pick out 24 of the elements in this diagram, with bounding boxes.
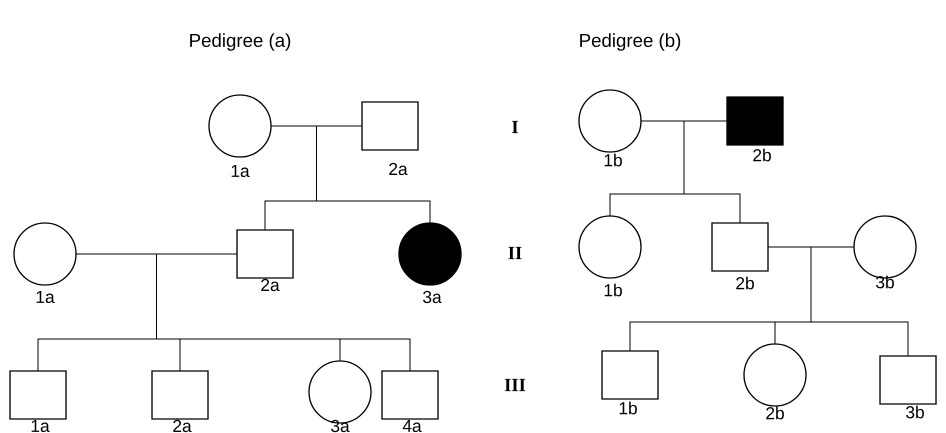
generation-numeral: III bbox=[504, 378, 526, 392]
descent-line bbox=[684, 120, 740, 223]
generation-numeral: I bbox=[512, 120, 518, 134]
individual-label: 2a bbox=[173, 420, 192, 432]
generation-numeral: II bbox=[508, 246, 522, 260]
descent-line bbox=[810, 246, 908, 356]
individual-label: 1a bbox=[32, 420, 50, 432]
pedigree-title: Pedigree (b) bbox=[580, 33, 680, 51]
individual-label: 4a bbox=[402, 420, 422, 432]
individual-label: 2b bbox=[753, 148, 771, 162]
individual-label: 1b bbox=[604, 154, 622, 166]
descent-line bbox=[316, 126, 430, 223]
individual-label: 1b bbox=[604, 284, 622, 296]
individual-label: 2a bbox=[261, 278, 280, 292]
individual-label: 2b bbox=[736, 276, 754, 290]
individual-label: 1a bbox=[232, 164, 250, 178]
descent-line bbox=[156, 254, 410, 371]
individual-label: 1b bbox=[620, 402, 637, 414]
individual-label: 2a bbox=[389, 162, 408, 176]
pedigree-title: Pedigree (a) bbox=[190, 33, 290, 51]
individual-label: 2b bbox=[766, 406, 784, 420]
individual-label: 3a bbox=[423, 290, 442, 304]
individual-label: 1a bbox=[36, 290, 55, 304]
individual-label: 3b bbox=[906, 406, 924, 418]
